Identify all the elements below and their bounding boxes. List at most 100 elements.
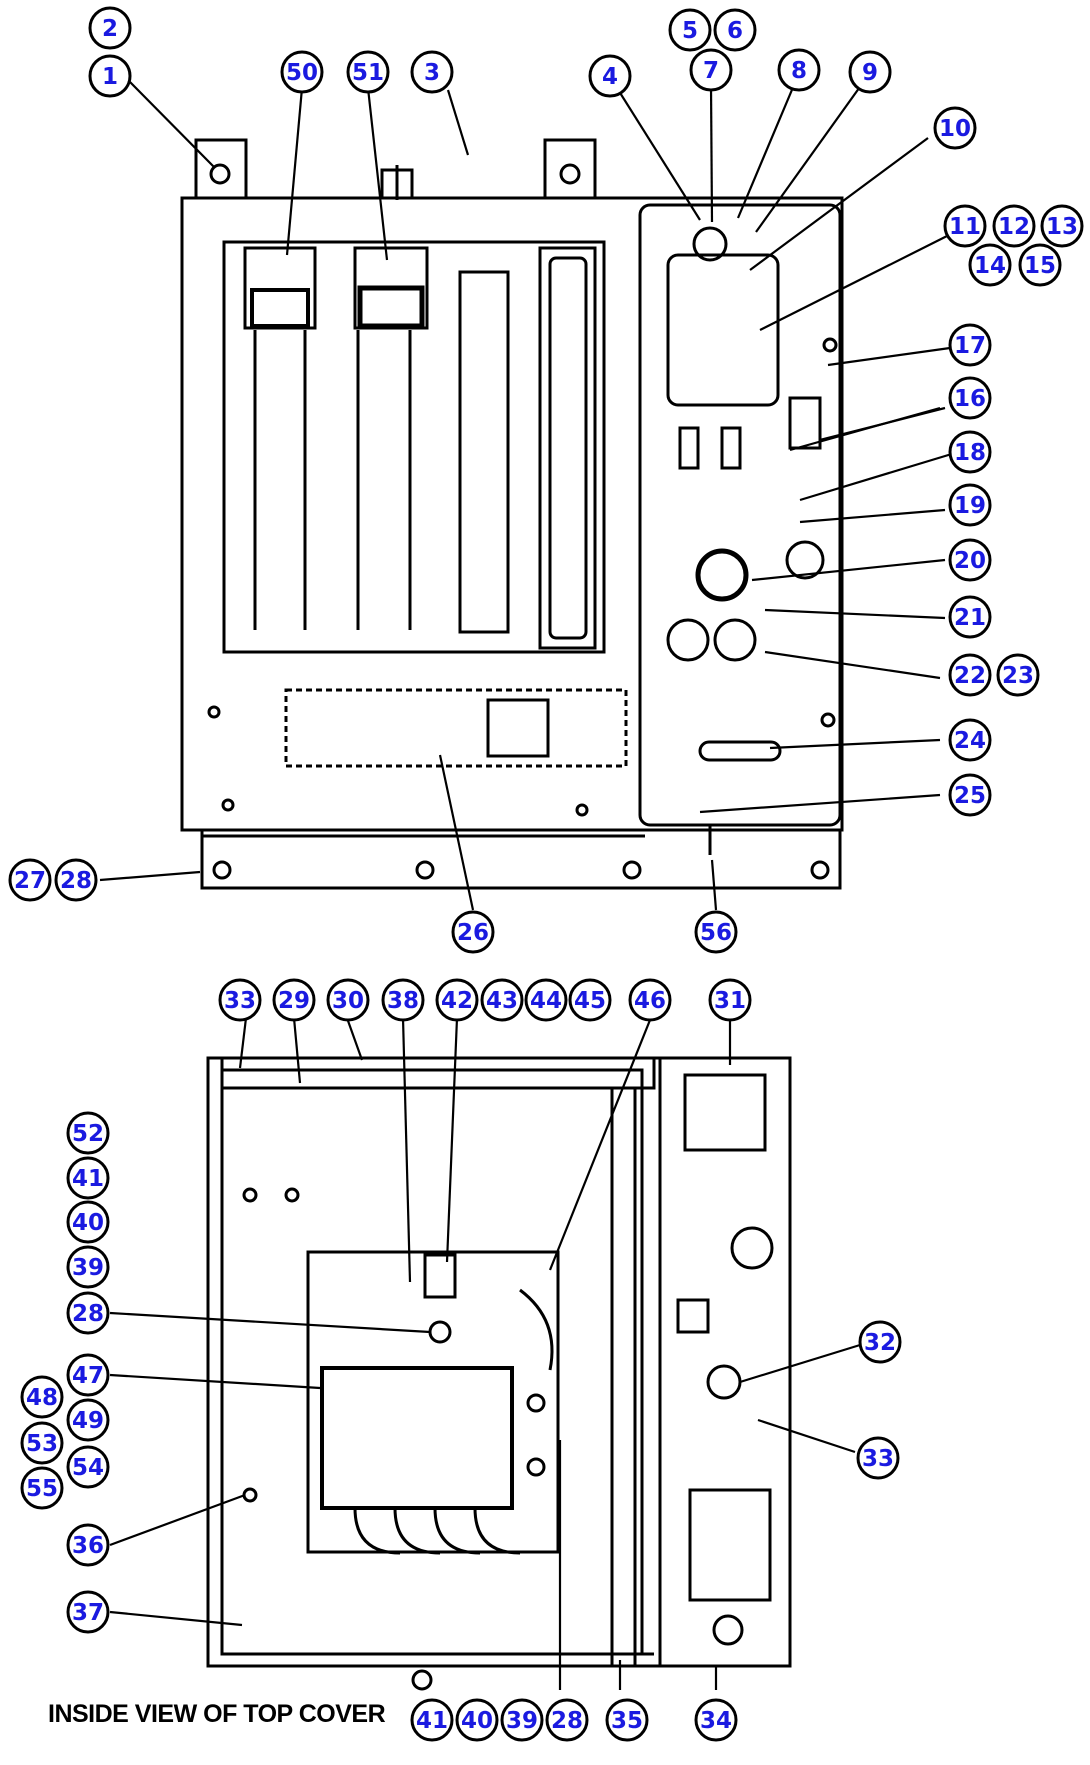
callout-34: 34: [694, 1698, 738, 1742]
callout-number: 33: [224, 988, 256, 1014]
callout-circle: [713, 8, 757, 52]
callout-circle: [20, 1466, 64, 1510]
callout-5: 5: [668, 8, 712, 52]
callout-number: 28: [72, 1301, 104, 1327]
callout-53: 53: [20, 1421, 64, 1465]
callout-number: 39: [506, 1708, 538, 1734]
callout-2: 2: [88, 6, 132, 50]
callout-42: 42: [435, 978, 479, 1022]
callout-19: 19: [948, 483, 992, 527]
callout-38: 38: [381, 978, 425, 1022]
top-cover-inside: [206, 1056, 792, 1691]
callout-circle: [992, 204, 1036, 248]
callout-number: 30: [332, 988, 364, 1014]
callout-circle: [410, 1698, 454, 1742]
callout-number: 40: [461, 1708, 493, 1734]
callout-number: 38: [387, 988, 419, 1014]
callout-number: 13: [1046, 214, 1078, 240]
callout-12: 12: [992, 204, 1036, 248]
callout-36: 36: [66, 1523, 110, 1567]
callout-16: 16: [948, 376, 992, 420]
callout-47: 47: [66, 1353, 110, 1397]
callout-number: 7: [703, 58, 719, 84]
callout-circle: [435, 978, 479, 1022]
callout-circle: [451, 910, 495, 954]
callout-circle: [272, 978, 316, 1022]
callout-circle: [218, 978, 262, 1022]
callout-circle: [280, 50, 324, 94]
callout-number: 5: [682, 18, 698, 44]
callout-number: 29: [278, 988, 310, 1014]
callout-number: 16: [954, 386, 986, 412]
callout-35: 35: [605, 1698, 649, 1742]
callout-20: 20: [948, 538, 992, 582]
view-caption: INSIDE VIEW OF TOP COVER: [48, 1700, 386, 1728]
callout-18: 18: [948, 430, 992, 474]
callout-circle: [20, 1421, 64, 1465]
callout-28: 28: [545, 1698, 589, 1742]
callout-31: 31: [708, 978, 752, 1022]
callout-51: 51: [346, 50, 390, 94]
callout-circle: [88, 6, 132, 50]
callout-33: 33: [856, 1436, 900, 1480]
callout-44: 44: [524, 978, 568, 1022]
callout-number: 49: [72, 1408, 104, 1434]
callout-26: 26: [451, 910, 495, 954]
callout-circle: [777, 48, 821, 92]
callout-37: 37: [66, 1590, 110, 1634]
callout-39: 39: [66, 1245, 110, 1289]
callout-circle: [410, 50, 454, 94]
top-enclosure: [180, 138, 844, 890]
callout-4: 4: [588, 54, 632, 98]
callout-number: 48: [26, 1385, 58, 1411]
callout-circle: [856, 1436, 900, 1480]
callout-24: 24: [948, 718, 992, 762]
callout-circle: [66, 1200, 110, 1244]
callout-circle: [66, 1156, 110, 1200]
callout-circle: [381, 978, 425, 1022]
callout-number: 41: [416, 1708, 448, 1734]
callout-circle: [694, 910, 738, 954]
callout-circle: [948, 376, 992, 420]
callout-14: 14: [968, 243, 1012, 287]
callout-number: 50: [286, 60, 318, 86]
callout-number: 47: [72, 1363, 104, 1389]
callout-9: 9: [848, 50, 892, 94]
callout-21: 21: [948, 595, 992, 639]
callout-number: 53: [26, 1431, 58, 1457]
callout-circle: [66, 1245, 110, 1289]
callout-number: 10: [939, 116, 971, 142]
callout-28: 28: [54, 858, 98, 902]
callout-number: 22: [954, 663, 986, 689]
callout-number: 42: [441, 988, 473, 1014]
callout-29: 29: [272, 978, 316, 1022]
callout-circle: [605, 1698, 649, 1742]
callout-40: 40: [66, 1200, 110, 1244]
callout-number: 9: [862, 60, 878, 86]
callout-circle: [66, 1111, 110, 1155]
callout-number: 34: [700, 1708, 732, 1734]
callout-number: 56: [700, 920, 732, 946]
callout-7: 7: [689, 48, 733, 92]
callout-number: 44: [530, 988, 562, 1014]
callout-number: 3: [424, 60, 440, 86]
callout-circle: [8, 858, 52, 902]
callout-23: 23: [996, 653, 1040, 697]
callout-13: 13: [1040, 204, 1084, 248]
callout-10: 10: [933, 106, 977, 150]
callout-circle: [628, 978, 672, 1022]
callout-39: 39: [500, 1698, 544, 1742]
callout-55: 55: [20, 1466, 64, 1510]
callout-circle: [54, 858, 98, 902]
callout-number: 14: [974, 253, 1006, 279]
callout-circle: [326, 978, 370, 1022]
callout-32: 32: [858, 1320, 902, 1364]
callout-number: 39: [72, 1255, 104, 1281]
callout-number: 55: [26, 1476, 58, 1502]
callout-circle: [948, 430, 992, 474]
callout-number: 18: [954, 440, 986, 466]
callout-number: 45: [574, 988, 606, 1014]
callout-8: 8: [777, 48, 821, 92]
callout-54: 54: [66, 1445, 110, 1489]
callout-circle: [524, 978, 568, 1022]
